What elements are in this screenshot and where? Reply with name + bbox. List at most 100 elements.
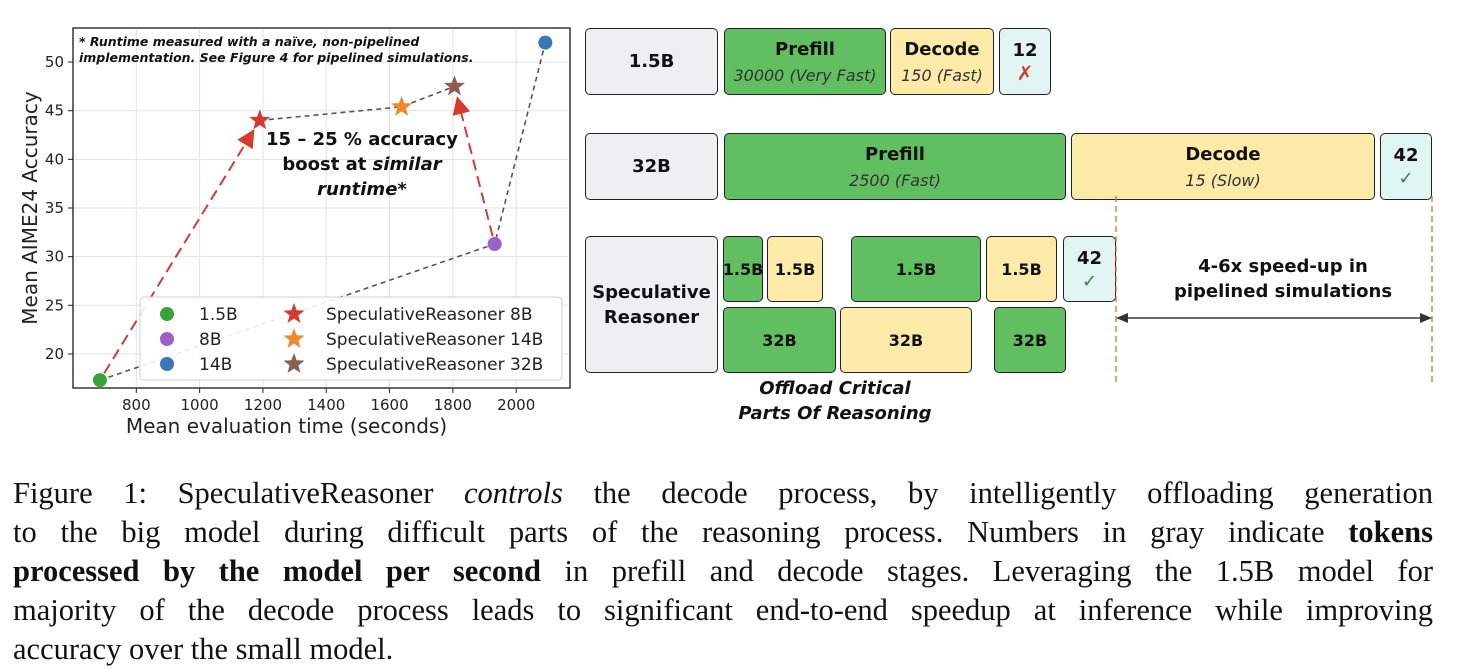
y-tick-label: 30 bbox=[45, 248, 64, 266]
prefill-label: Prefill bbox=[775, 38, 835, 60]
prefill-box-1p5b: Prefill 30000 (Very Fast) bbox=[724, 28, 886, 95]
spec-block-label: 1.5B bbox=[895, 259, 937, 279]
row-label-1p5b: 1.5B bbox=[585, 28, 718, 95]
spec-1p5b-block: 1.5B bbox=[851, 236, 981, 302]
legend-frame bbox=[139, 296, 563, 381]
spec-block-label: 32B bbox=[888, 330, 924, 350]
offload-label-line-1: Offload Critical bbox=[759, 378, 911, 399]
y-tick-label: 20 bbox=[45, 345, 64, 363]
arrow-head-right-icon bbox=[1420, 313, 1432, 323]
row-label-1p5b-text: 1.5B bbox=[628, 51, 675, 72]
improvement-arrow bbox=[452, 96, 494, 237]
x-tick-label: 1000 bbox=[181, 396, 219, 414]
y-tick-label: 50 bbox=[45, 53, 64, 71]
caption-text: accuracy over the small model. bbox=[13, 632, 394, 666]
legend-label: SpeculativeReasoner 32B bbox=[326, 355, 543, 375]
caption-line-1: Figure 1: SpeculativeReasoner controls t… bbox=[13, 474, 1433, 513]
prefill-box-32b: Prefill 2500 (Fast) bbox=[724, 133, 1066, 200]
caption-line-3: processed by the model per second in pre… bbox=[13, 552, 1433, 591]
y-tick-label: 40 bbox=[45, 150, 64, 168]
data-point-speculativereasoner-8b bbox=[249, 109, 271, 130]
x-axis-label: Mean evaluation time (seconds) bbox=[126, 414, 447, 438]
spec-1p5b-block: 1.5B bbox=[767, 236, 823, 302]
caption-emphasis: controls bbox=[463, 476, 563, 510]
check-icon: ✓ bbox=[1398, 168, 1414, 189]
decode-rate: 150 (Fast) bbox=[901, 65, 983, 85]
speedup-label: 4-6x speed-up in pipelined simulations bbox=[1140, 254, 1426, 304]
prefill-rate: 30000 (Very Fast) bbox=[733, 65, 877, 85]
data-point-speculativereasoner-14b bbox=[391, 95, 413, 116]
score-value: 42 bbox=[1393, 145, 1419, 166]
decode-box-1p5b: Decode 150 (Fast) bbox=[890, 28, 994, 95]
pipeline-diagram: 1.5B Prefill 30000 (Very Fast) Decode 15… bbox=[585, 28, 1433, 426]
caption-bold: processed by the model per second bbox=[13, 554, 542, 588]
legend-marker bbox=[283, 353, 305, 373]
caption-text: in prefill and decode stages. Leveraging… bbox=[541, 554, 1433, 588]
speedup-label-line-1: 4-6x speed-up in bbox=[1198, 256, 1368, 277]
caption-text: Figure 1: SpeculativeReasoner bbox=[13, 476, 464, 510]
caption-text: majority of the decode process leads to … bbox=[13, 593, 1433, 627]
legend-marker bbox=[160, 357, 174, 371]
legend-marker bbox=[160, 307, 174, 321]
decode-label: Decode bbox=[1185, 143, 1261, 165]
y-tick-label: 35 bbox=[45, 199, 64, 217]
x-tick-label: 1800 bbox=[434, 396, 472, 414]
spec-32b-block: 32B bbox=[994, 307, 1066, 373]
caption-line-4: majority of the decode process leads to … bbox=[13, 591, 1433, 630]
row-label-32b: 32B bbox=[585, 133, 718, 200]
caption-line-5: accuracy over the small model. bbox=[13, 630, 1433, 669]
score-box-1p5b: 12 ✗ bbox=[999, 28, 1051, 95]
cross-icon: ✗ bbox=[1016, 61, 1034, 85]
data-point-8b bbox=[487, 237, 502, 251]
legend-marker bbox=[283, 303, 305, 323]
spec-32b-block: 32B bbox=[723, 307, 836, 373]
spec-1p5b-block: 1.5B bbox=[986, 236, 1057, 302]
caption-text: the decode process, by intelligently off… bbox=[562, 476, 1433, 510]
y-axis-label: Mean AIME24 Accuracy bbox=[18, 91, 42, 325]
spec-1p5b-block: 1.5B bbox=[723, 236, 763, 302]
spec-block-label: 1.5B bbox=[1001, 259, 1042, 279]
spec-block-label: 32B bbox=[762, 330, 797, 350]
legend-marker bbox=[283, 328, 305, 348]
decode-box-32b: Decode 15 (Slow) bbox=[1071, 133, 1375, 200]
y-tick-label: 25 bbox=[45, 296, 64, 314]
chart-note-line: * Runtime measured with a naïve, non-pip… bbox=[79, 34, 420, 49]
legend-marker bbox=[160, 332, 174, 346]
chart-note-line: implementation. See Figure 4 for pipelin… bbox=[79, 50, 473, 65]
improvement-arrow bbox=[103, 129, 255, 374]
speculative-dashed-path bbox=[259, 85, 455, 122]
y-tick-label: 45 bbox=[45, 102, 64, 120]
annotation-emphasis: similar bbox=[373, 154, 443, 175]
figure-caption: Figure 1: SpeculativeReasoner controls t… bbox=[13, 474, 1433, 669]
x-tick-label: 1600 bbox=[370, 396, 408, 414]
chart-annotation-line: runtime* bbox=[317, 179, 407, 200]
data-point-speculativereasoner-32b bbox=[444, 75, 465, 96]
prefill-label: Prefill bbox=[865, 143, 925, 165]
row-label-speculative-line-1: Speculative bbox=[592, 281, 711, 303]
x-tick-label: 1200 bbox=[244, 396, 282, 414]
plot-frame-top bbox=[72, 27, 571, 389]
caption-text: to the big model during difficult parts … bbox=[13, 515, 1349, 549]
row-label-speculative-line-2: Reasoner bbox=[603, 306, 700, 328]
data-point-1.5b bbox=[92, 373, 107, 388]
speedup-label-line-2: pipelined simulations bbox=[1173, 281, 1393, 302]
decode-rate: 15 (Slow) bbox=[1185, 170, 1261, 190]
legend-label: 14B bbox=[199, 355, 232, 375]
row-label-speculative: Speculative Reasoner bbox=[585, 236, 718, 373]
prefill-rate: 2500 (Fast) bbox=[849, 170, 941, 190]
arrow-head-left-icon bbox=[1116, 313, 1128, 323]
spec-32b-block: 32B bbox=[840, 307, 972, 373]
annotation-text: boost at bbox=[282, 154, 372, 175]
score-value: 12 bbox=[1012, 40, 1038, 61]
spec-block-label: 1.5B bbox=[774, 259, 816, 279]
offload-label: Offload Critical Parts Of Reasoning bbox=[700, 376, 970, 426]
x-tick-label: 800 bbox=[122, 396, 151, 414]
legend-label: SpeculativeReasoner 8B bbox=[326, 305, 533, 325]
chart-annotation-line: 15 – 25 % accuracy bbox=[266, 129, 458, 150]
score-value: 42 bbox=[1076, 247, 1103, 269]
offload-label-line-2: Parts Of Reasoning bbox=[738, 403, 932, 424]
x-tick-label: 2000 bbox=[497, 396, 535, 414]
data-point-14b bbox=[538, 35, 553, 50]
